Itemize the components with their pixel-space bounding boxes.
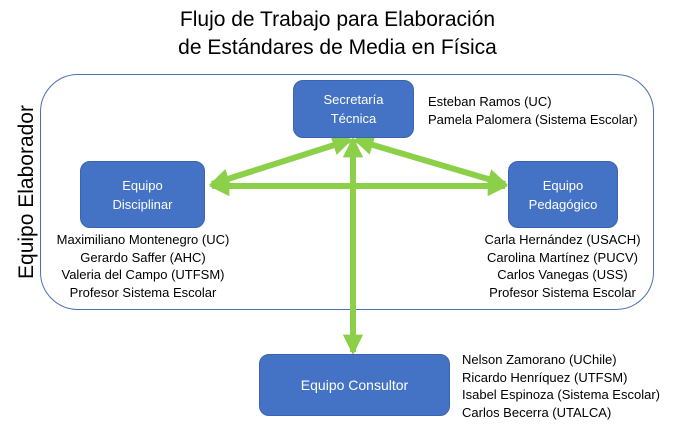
secretaria-tecnica-node[interactable]: Secretaría Técnica xyxy=(293,80,414,138)
container-label: Equipo Elaborador xyxy=(15,105,38,279)
pedagogico-members: Carla Hernández (USACH) Carolina Martíne… xyxy=(470,231,655,301)
member-name: Carolina Martínez (PUCV) xyxy=(487,249,638,265)
member-name: Carlos Becerra (UTALCA) xyxy=(462,404,612,420)
node-label-line: Secretaría xyxy=(323,92,384,107)
node-label-line: Equipo xyxy=(122,177,163,193)
secretaria-members: Esteban Ramos (UC) Pamela Palomera (Sist… xyxy=(428,93,638,128)
equipo-consultor-node[interactable]: Equipo Consultor xyxy=(259,354,450,416)
consultor-members: Nelson Zamorano (UChile) Ricardo Henríqu… xyxy=(462,351,660,421)
equipo-disciplinar-node[interactable]: Equipo Disciplinar xyxy=(80,161,205,228)
node-label-line: Equipo xyxy=(542,177,584,193)
node-label-line: Pedagógico xyxy=(528,196,598,212)
member-name: Maximiliano Montenegro (UC) xyxy=(56,232,230,247)
diagram-title: Flujo de Trabajo para Elaboración de Est… xyxy=(0,6,675,62)
member-name: Valeria del Campo (UTFSM) xyxy=(61,267,225,282)
member-name: Profesor Sistema Escolar xyxy=(69,284,217,300)
member-name: Profesor Sistema Escolar xyxy=(489,284,636,300)
member-name: Esteban Ramos (UC) xyxy=(428,94,552,109)
member-name: Ricardo Henríquez (UTFSM) xyxy=(462,369,628,385)
title-line-2: de Estándares de Media en Física xyxy=(178,36,497,59)
member-name: Gerardo Saffer (AHC) xyxy=(80,249,206,265)
node-label-line: Disciplinar xyxy=(112,196,173,212)
member-name: Nelson Zamorano (UChile) xyxy=(462,352,617,367)
member-name: Carla Hernández (USACH) xyxy=(484,232,641,247)
disciplinar-members: Maximiliano Montenegro (UC) Gerardo Saff… xyxy=(40,231,246,301)
member-name: Isabel Espinoza (Sistema Escolar) xyxy=(462,387,660,402)
title-line-1: Flujo de Trabajo para Elaboración xyxy=(179,8,496,31)
equipo-pedagogico-node[interactable]: Equipo Pedagógico xyxy=(508,161,618,228)
member-name: Carlos Vanegas (USS) xyxy=(497,267,628,282)
node-label-line: Técnica xyxy=(330,111,377,126)
member-name: Pamela Palomera (Sistema Escolar) xyxy=(428,111,638,127)
node-label-line: Equipo Consultor xyxy=(300,376,409,393)
